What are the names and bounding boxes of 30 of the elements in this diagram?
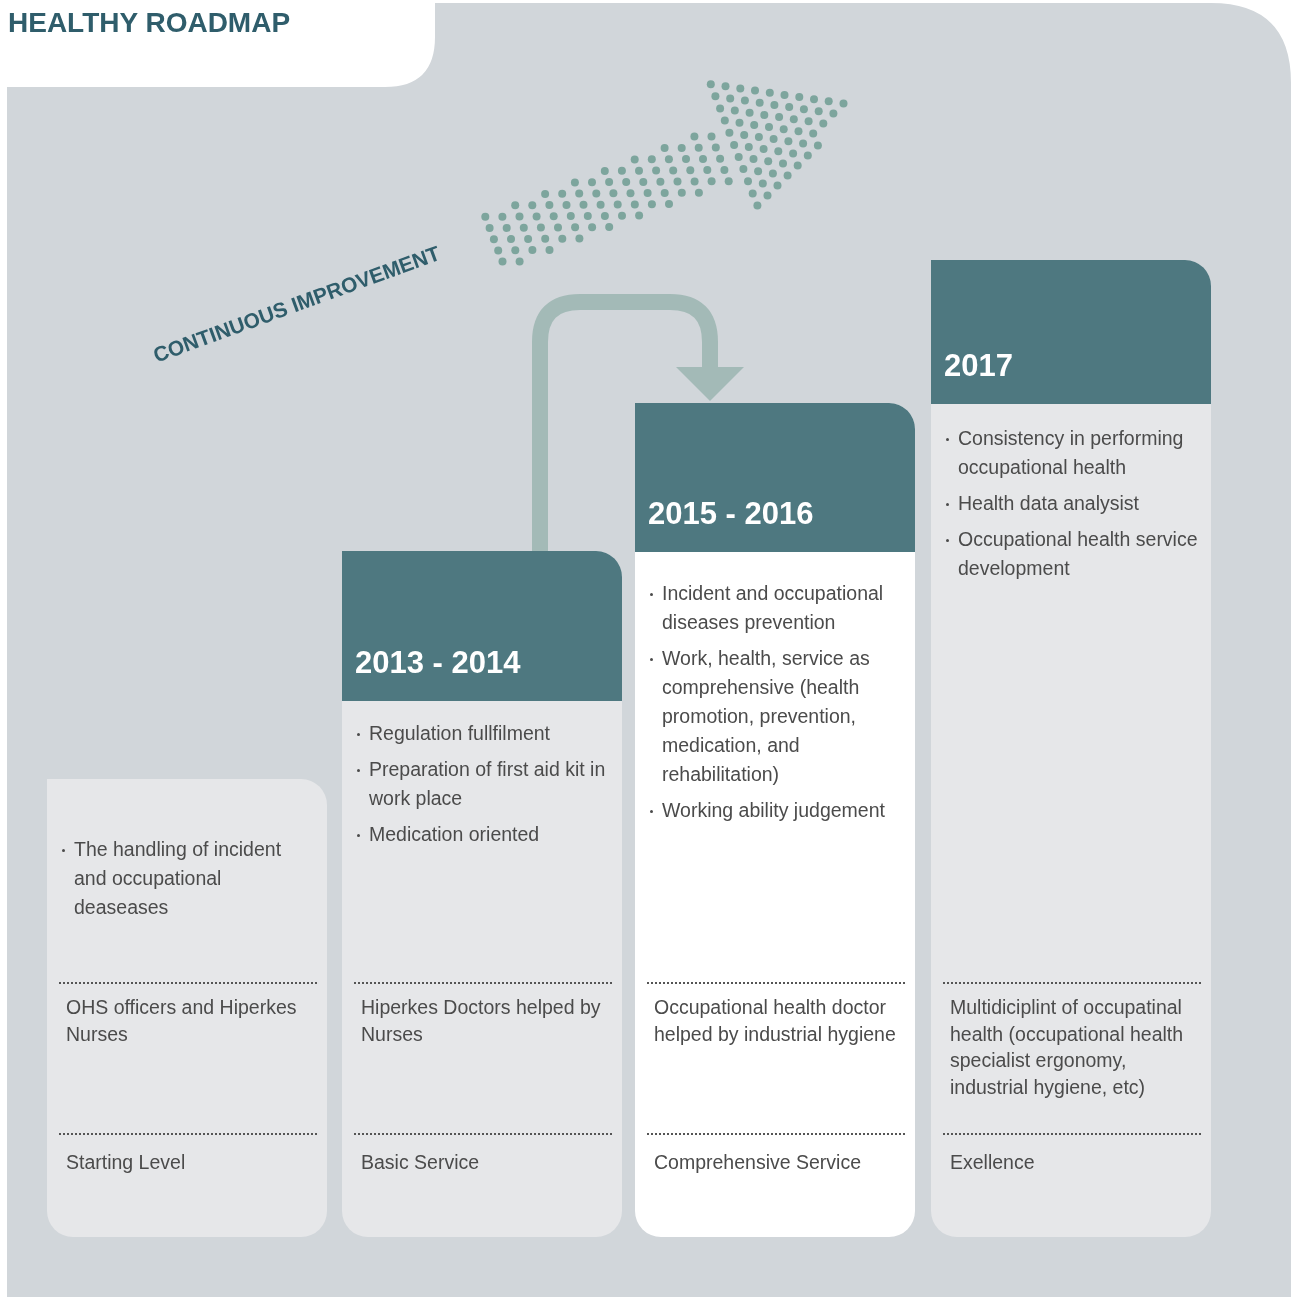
bullet-item: Consistency in performing occupational health	[931, 424, 1207, 482]
bullet-item: Medication oriented	[342, 820, 618, 849]
bullet-item: The handling of incident and occupational deaseases	[47, 835, 323, 922]
level-text: Comprehensive Service	[654, 1150, 862, 1175]
curved-arrow	[532, 294, 744, 551]
bullet-item: Preparation of first aid kit in work place	[342, 755, 618, 813]
bullet-item: Health data analysist	[931, 489, 1207, 518]
year-heading: 2013 - 2014	[355, 645, 521, 681]
bullet-item: Work, health, service as comprehensive (health promotion, prevention, medication, and rehabilitation)	[635, 644, 911, 789]
bullet-item: Working ability judgement	[635, 796, 911, 825]
staff-text: OHS officers and Hiperkes Nurses	[66, 995, 298, 1047]
year-header	[342, 551, 622, 701]
level-text: Basic Service	[361, 1150, 481, 1175]
year-header	[635, 403, 915, 552]
bullet-item: Occupational health service development	[931, 525, 1207, 583]
level-text: Starting Level	[66, 1150, 187, 1175]
staff-text: Occupational health doctor helped by industrial hygiene	[654, 995, 897, 1047]
bullet-item: Incident and occupational diseases prevention	[635, 579, 911, 637]
year-heading: 2017	[944, 348, 1013, 384]
roadmap-card	[47, 779, 327, 1237]
year-header	[931, 260, 1211, 404]
roadmap-card	[931, 260, 1211, 1237]
year-heading: 2015 - 2016	[648, 496, 814, 532]
roadmap-card	[342, 551, 622, 1237]
bullet-item: Regulation fullfilment	[342, 719, 618, 748]
title: HEALTHY ROADMAP	[8, 7, 291, 39]
staff-text: Multidiciplint of occupatinal health (occupational health specialist ergonomy, industrial hygiene, etc)	[950, 995, 1185, 1100]
level-text: Exellence	[950, 1150, 1036, 1175]
roadmap-card	[635, 403, 915, 1237]
staff-text: Hiperkes Doctors helped by Nurses	[361, 995, 602, 1047]
